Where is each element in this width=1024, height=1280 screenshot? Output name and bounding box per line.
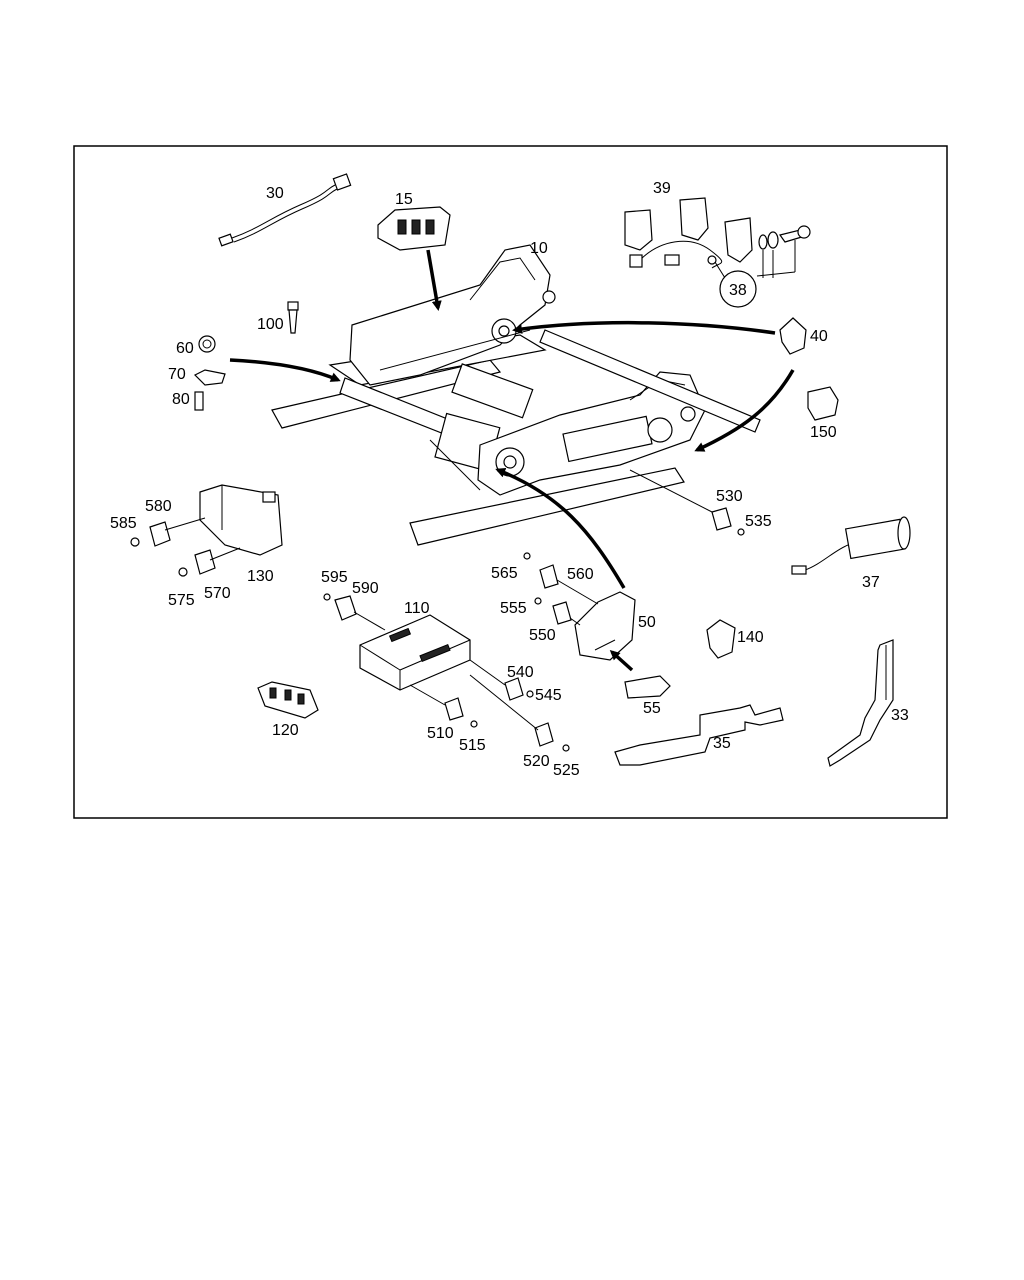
callout-590: 590 (352, 580, 379, 597)
callout-37: 37 (862, 574, 880, 591)
callout-555: 555 (500, 600, 527, 617)
callout-110: 110 (404, 600, 430, 617)
callout-540: 540 (507, 664, 534, 681)
callout-560: 560 (567, 566, 594, 583)
callout-575: 575 (168, 592, 195, 609)
part-120-mount (257, 681, 319, 719)
callout-35: 35 (713, 735, 731, 752)
callout-39: 39 (653, 180, 671, 197)
diagram-frame (73, 145, 948, 819)
part-connectors-left (130, 517, 241, 577)
part-530-535-connector (629, 469, 745, 536)
part-50-switch-panel (574, 591, 636, 661)
callout-515: 515 (459, 737, 486, 754)
callout-70: 70 (168, 366, 186, 383)
callout-50: 50 (638, 614, 656, 631)
callout-10: 10 (530, 240, 548, 257)
part-37-motor (791, 516, 911, 575)
callout-38: 38 (729, 282, 747, 299)
callout-130: 130 (247, 568, 274, 585)
callout-550: 550 (529, 627, 556, 644)
callout-100: 100 (257, 316, 284, 333)
callout-595: 595 (321, 569, 348, 586)
seat-frame-assembly (271, 244, 761, 546)
part-35-rail-bracket (614, 704, 784, 766)
callout-530: 530 (716, 488, 743, 505)
part-15-switch-unit (377, 206, 451, 251)
callout-15: 15 (395, 191, 413, 208)
callout-30: 30 (266, 185, 284, 202)
part-110-control-module (359, 614, 471, 691)
part-40-bracket (779, 317, 807, 355)
callout-565: 565 (491, 565, 518, 582)
callout-120: 120 (272, 722, 299, 739)
callout-33: 33 (891, 707, 909, 724)
pointer-arrows (229, 249, 795, 672)
part-connectors-right (523, 552, 599, 626)
callout-525: 525 (553, 762, 580, 779)
callout-520: 520 (523, 753, 550, 770)
callout-labels: 30 15 10 39 38 40 100 60 70 80 150 530 5… (110, 180, 909, 779)
part-30-wiring-harness (218, 173, 352, 247)
part-55-button (624, 675, 671, 699)
callout-60: 60 (176, 340, 194, 357)
part-140-clip (706, 619, 736, 659)
callout-570: 570 (204, 585, 231, 602)
part-connectors-center (323, 593, 570, 752)
callout-580: 580 (145, 498, 172, 515)
callout-545: 545 (535, 687, 562, 704)
part-130-housing (199, 484, 283, 556)
callout-80: 80 (172, 391, 190, 408)
callout-535: 535 (745, 513, 772, 530)
callout-140: 140 (737, 629, 764, 646)
callout-150: 150 (810, 424, 837, 441)
callout-55: 55 (643, 700, 661, 717)
callout-510: 510 (427, 725, 454, 742)
callout-585: 585 (110, 515, 137, 532)
part-39-hall-sensors (624, 197, 811, 308)
part-150-cover-cap (807, 386, 839, 421)
part-33-guide-rail (827, 639, 894, 767)
part-60-70-80-100-fasteners (193, 301, 299, 411)
callout-40: 40 (810, 328, 828, 345)
